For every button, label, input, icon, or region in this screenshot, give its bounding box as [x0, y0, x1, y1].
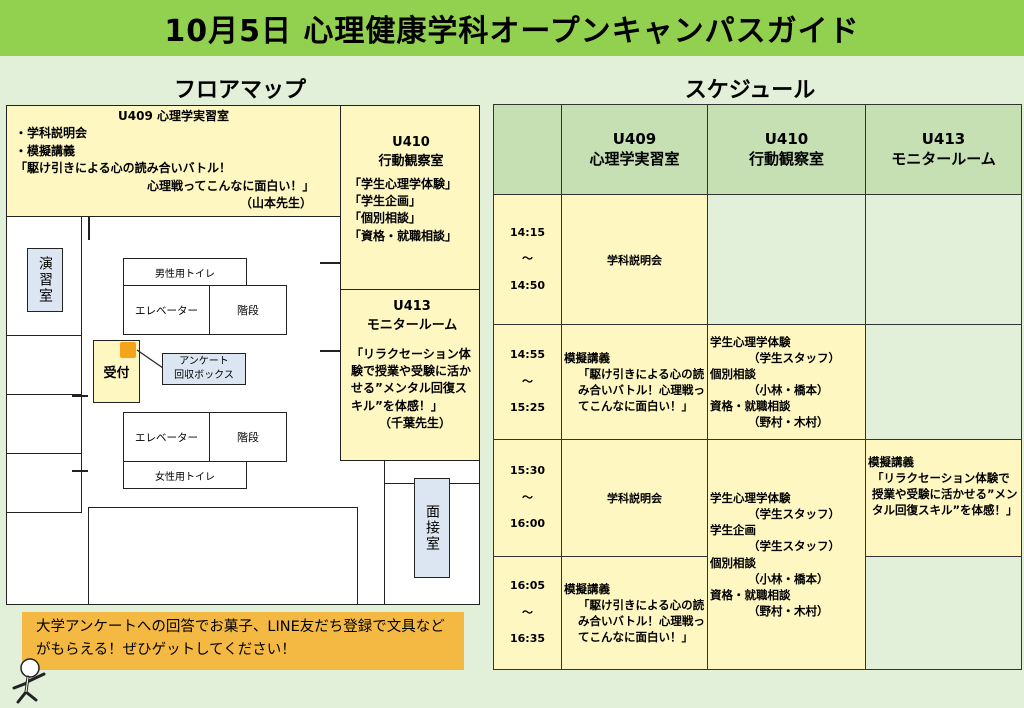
door-line: [88, 216, 90, 240]
setsumeikai-cell: 学科説明会: [561, 194, 708, 325]
table-row: 16:05～16:35 模擬講義「駆け引きによる心の読み合いバトル！心理戦ってこ…: [493, 556, 1022, 670]
room-u409: U409 心理学実習室 ・学科説明会 ・模擬講義 「駆け引きによる心の読み合いバ…: [6, 105, 341, 217]
left-room-3: [6, 394, 82, 454]
u413-text: 「リラクセーション体験で授業や受験に活かせる”メンタル回復スキル”を体感！」: [351, 346, 472, 413]
u410-line: 「学生心理学体験」: [349, 176, 458, 191]
room-u413: U413 モニタールーム 「リラクセーション体験で授業や受験に活かせる”メンタル…: [340, 289, 480, 461]
empty-cell: [865, 194, 1022, 325]
left-room-2: [6, 335, 82, 395]
u409-teacher: （山本先生）: [240, 195, 313, 210]
setsumeikai-cell: 学科説明会: [561, 439, 708, 557]
u409-title: U409 心理学実習室: [118, 109, 229, 123]
person-running-icon: [12, 658, 46, 704]
time-slot: 14:15～14:50: [493, 194, 562, 325]
door-line: [72, 395, 88, 397]
u409-line: ・学科説明会: [15, 126, 88, 141]
stairs-bottom: 階段: [209, 412, 287, 462]
time-slot: 14:55～15:25: [493, 324, 562, 440]
door-line: [320, 350, 340, 352]
schedule-title: スケジュール: [684, 78, 816, 103]
u410-cell: 学生心理学体験 （学生スタッフ） 学生企画 （学生スタッフ） 個別相談 （小林・…: [707, 439, 866, 670]
u410-line: 「資格・就職相談」: [349, 228, 458, 243]
u413-teacher: （千葉先生）: [379, 416, 452, 431]
room-u410: U410 行動観察室 「学生心理学体験」 「学生企画」 「個別相談」 「資格・就…: [340, 105, 480, 290]
reception-marker: [120, 342, 136, 358]
page-title: 10月5日 心理健康学科オープンキャンパスガイド: [0, 0, 1024, 56]
u409-line: 心理戦ってこんなに面白い！」: [147, 178, 315, 193]
bottom-room: [88, 507, 358, 605]
table-row: 14:55～15:25 模擬講義「駆け引きによる心の読み合いバトル！心理戦ってこ…: [493, 324, 1022, 440]
table-row: 15:30～16:00 学科説明会 学生心理学体験 （学生スタッフ） 学生企画 …: [493, 439, 1022, 670]
survey-box-line: アンケート: [179, 356, 229, 367]
toilet-female: 女性用トイレ: [123, 461, 247, 489]
u410-name: 行動観察室: [378, 153, 444, 169]
header-corner: [493, 104, 562, 195]
door-line: [72, 470, 88, 472]
elevator-bottom: エレベーター: [123, 412, 210, 462]
u410-line: 「学生企画」: [349, 194, 422, 209]
table-row: 14:15～14:50 学科説明会: [493, 194, 1022, 325]
lecture-cell: 模擬講義「駆け引きによる心の読み合いバトル！心理戦ってこんなに面白い！」: [561, 556, 708, 670]
survey-box: アンケート 回収ボックス: [162, 353, 246, 385]
u410-cell: 学生心理学体験 （学生スタッフ） 個別相談 （小林・橋本） 資格・就職相談 （野…: [707, 324, 866, 440]
u413-code: U413: [393, 299, 431, 314]
u410-code: U410: [392, 135, 430, 150]
u409-line: ・模擬講義: [15, 143, 76, 158]
stairs-top: 階段: [209, 285, 287, 335]
room-mensetsu: 面接室: [414, 478, 450, 578]
note-banner: 大学アンケートへの回答でお菓子、LINE友だち登録で文具などがもらえる！ぜひゲッ…: [22, 612, 464, 670]
floor-map-title: フロアマップ: [173, 78, 306, 103]
u409-line: 「駆け引きによる心の読み合いバトル！: [15, 161, 232, 176]
u413-name: モニタールーム: [366, 317, 458, 333]
arrow-line: [136, 349, 164, 369]
time-slot: 15:30～16:00: [493, 439, 562, 557]
empty-cell: [865, 556, 1022, 670]
toilet-male: 男性用トイレ: [123, 258, 247, 286]
empty-cell: [707, 194, 866, 325]
left-room-4: [6, 453, 82, 513]
door-line: [320, 262, 340, 264]
u410-line: 「個別相談」: [349, 211, 422, 226]
lecture-cell: 模擬講義「駆け引きによる心の読み合いバトル！心理戦ってこんなに面白い！」: [561, 324, 708, 440]
time-slot: 16:05～16:35: [493, 556, 562, 670]
room-enshu: 演習室: [27, 248, 63, 312]
elevator-top: エレベーター: [123, 285, 210, 335]
survey-box-line: 回収ボックス: [174, 370, 234, 381]
empty-cell: [865, 324, 1022, 440]
u413-lecture-cell: 模擬講義「リラクセーション体験で授業や受験に活かせる”メンタル回復スキル”を体感…: [865, 439, 1022, 557]
